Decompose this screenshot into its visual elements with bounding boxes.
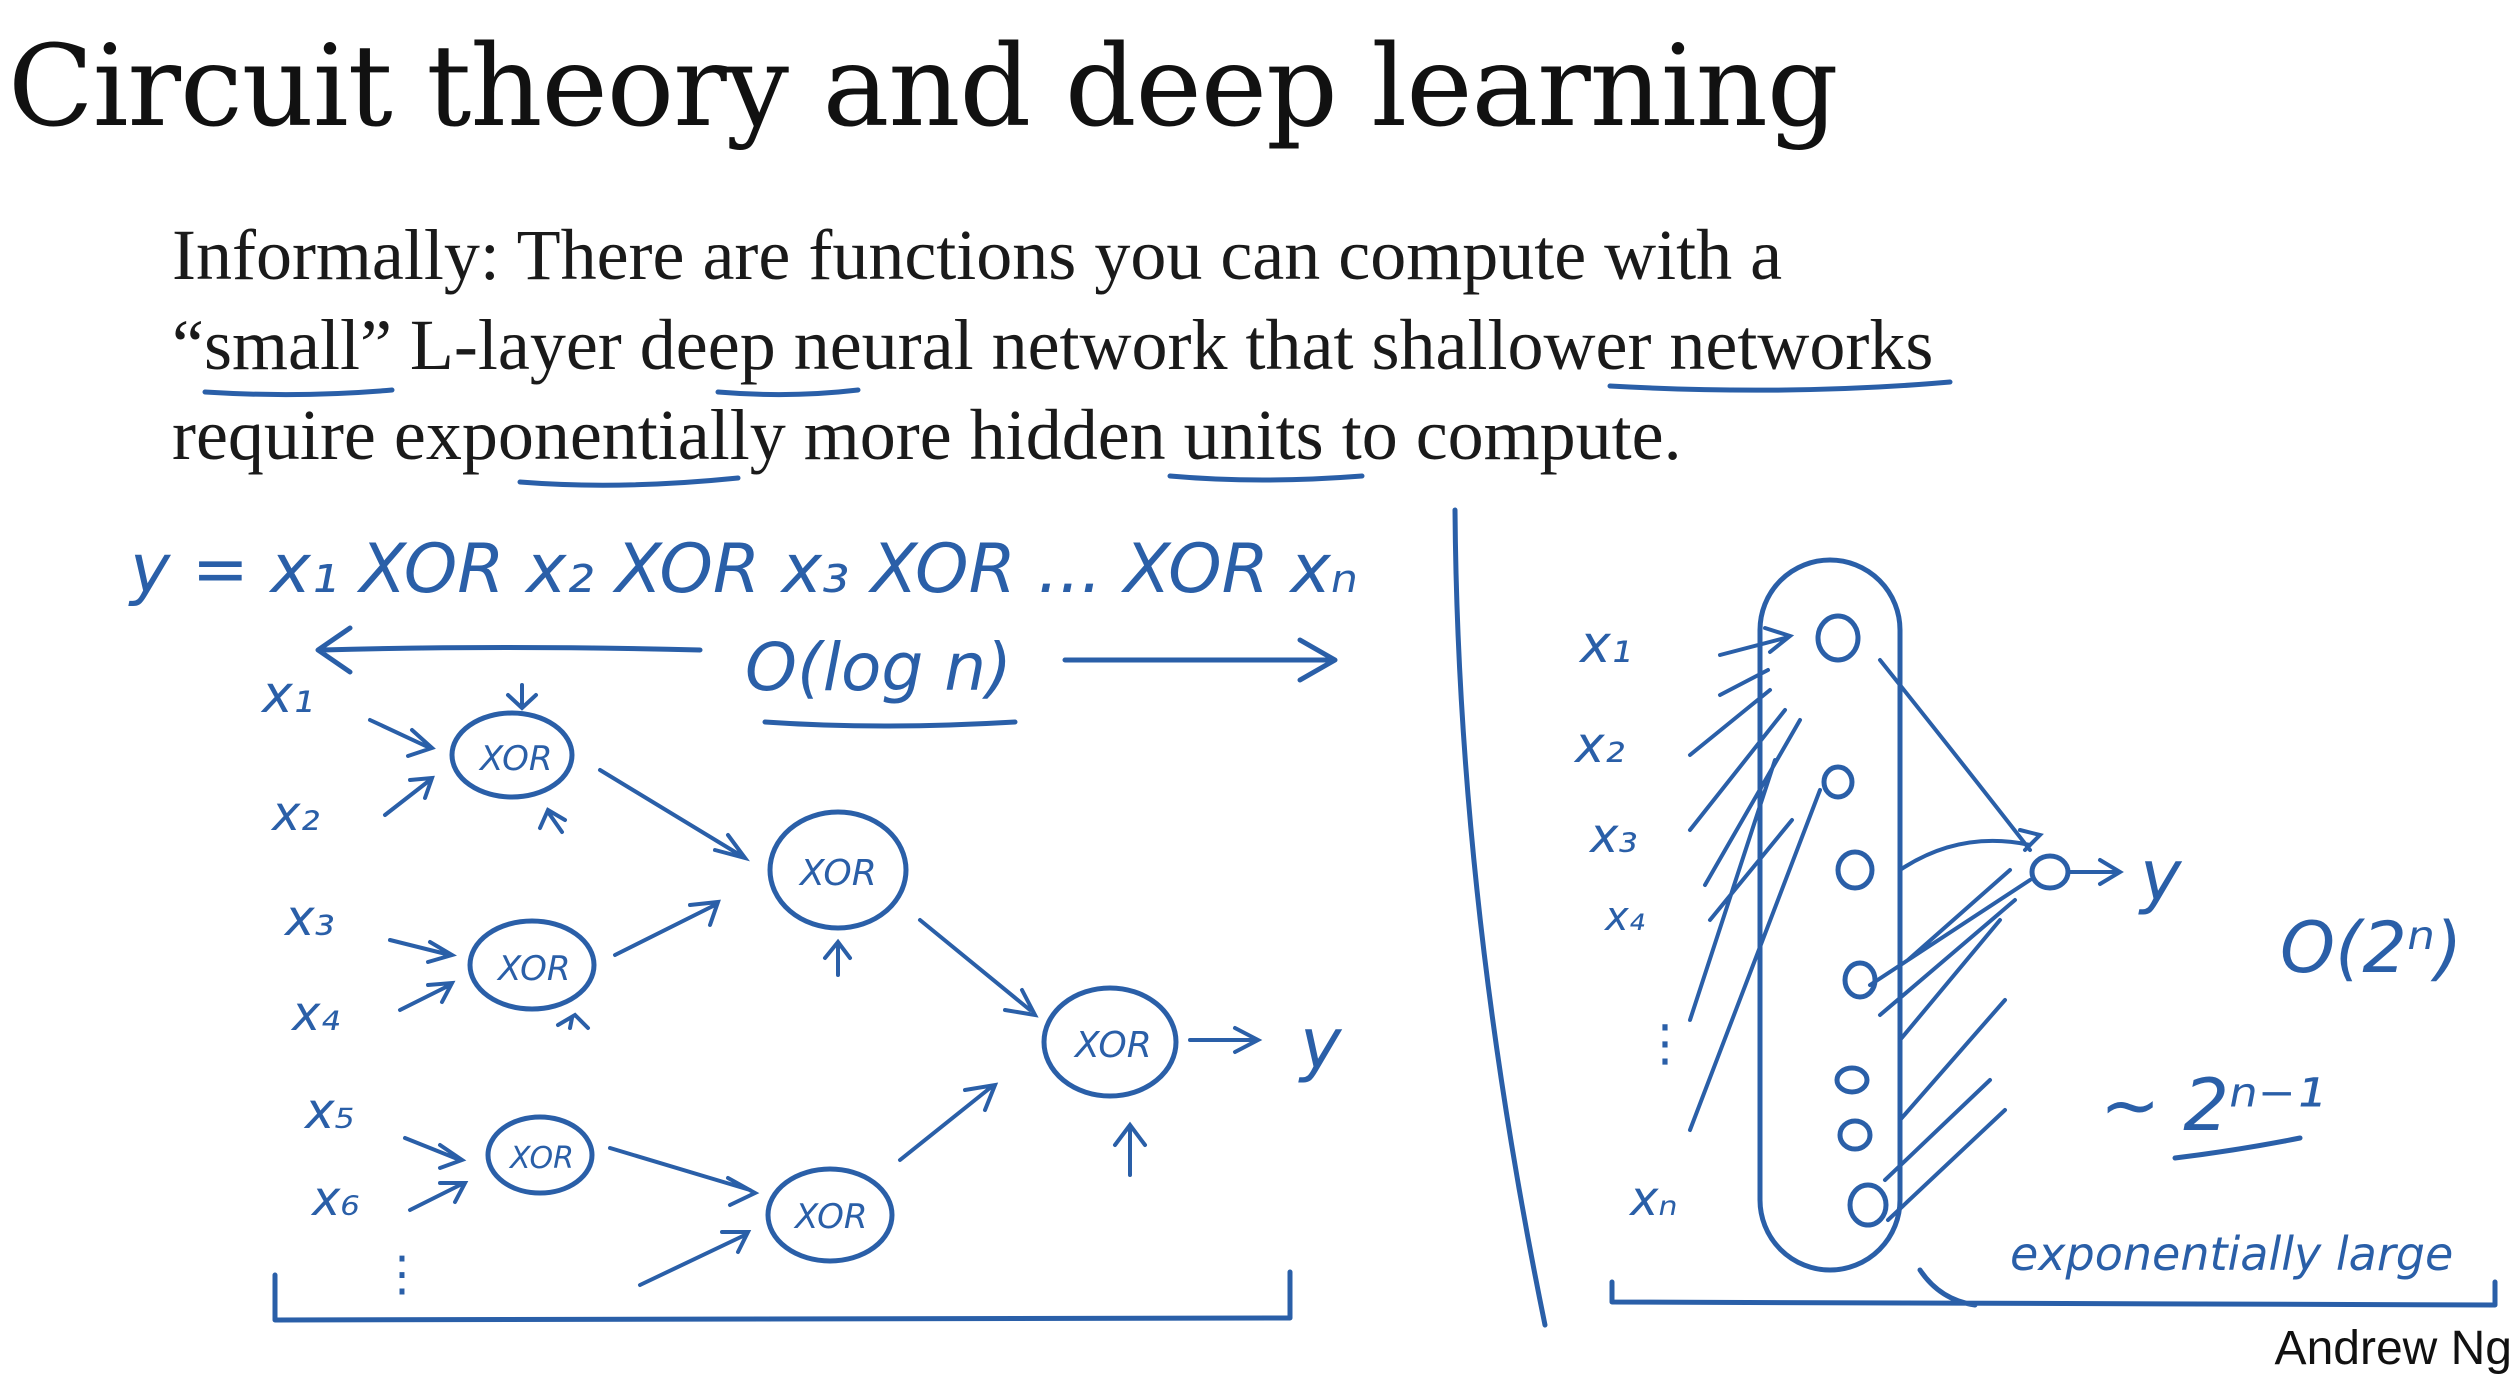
right-brace: [1609, 1267, 2498, 1308]
right-input-x2: x₂: [1573, 716, 1625, 774]
underline-deep: [715, 387, 861, 398]
slide-title: Circuit theory and deep learning: [8, 22, 1839, 152]
xor-node-3: XOR: [485, 1114, 595, 1196]
output-unit: [2029, 853, 2071, 891]
tree-arrows: [368, 683, 1263, 1287]
xor-node-label: XOR: [793, 1197, 867, 1237]
depth-arrow-left: [315, 625, 703, 675]
right-input-x3: x₃: [1588, 808, 1638, 864]
depth-arrow-right: [1062, 637, 1338, 683]
hidden-layer-capsule: [1757, 557, 1903, 1273]
right-input-x4: x₄: [1603, 894, 1645, 940]
word-exponentially: exponentially: [393, 395, 786, 475]
xor-node-label: XOR: [496, 949, 570, 989]
left-output-y: y: [1298, 1003, 1343, 1085]
underline-hidden: [1167, 473, 1365, 483]
left-input-x1: x₁: [260, 665, 314, 725]
xor-node-label: XOR: [798, 853, 877, 894]
xor-node-label: XOR: [508, 1141, 574, 1176]
xor-node-2: XOR: [467, 918, 597, 1012]
hidden-units: [1815, 613, 1889, 1228]
body-line-2-part-d: networks: [1651, 305, 1934, 385]
approx-label: ~ 2ⁿ⁻¹: [2100, 1063, 2325, 1147]
xor-node-5: XOR: [765, 1166, 895, 1264]
body-line-1: Informally: There are functions you can …: [172, 215, 1783, 295]
left-input-x3: x₃: [283, 889, 335, 947]
output-connections: [1868, 658, 2044, 1222]
word-small: small: [203, 305, 360, 385]
right-input-ellipsis: ⋮: [1640, 1014, 1690, 1072]
left-input-x6: x₆: [310, 1171, 360, 1227]
left-input-x5: x₅: [303, 1082, 355, 1140]
body-line-3-part-a: require: [172, 395, 394, 475]
left-bracket: [272, 1269, 1293, 1323]
right-output-y: y: [2138, 835, 2183, 917]
input-connections: [1688, 626, 1822, 1132]
depth-underline: [762, 719, 1018, 729]
equation-text: y = x₁ XOR x₂ XOR x₃ XOR ... XOR xₙ: [128, 530, 1358, 609]
width-label: O(2ⁿ): [2280, 907, 2462, 989]
xor-node-1: XOR: [449, 710, 575, 800]
right-input-x1: x₁: [1578, 615, 1632, 675]
underline-exponentially: [517, 475, 741, 488]
xor-node-label: XOR: [478, 739, 552, 779]
body-line-3: require exponentially more hidden units …: [172, 390, 2422, 480]
xor-node-4: XOR: [767, 809, 909, 931]
word-hidden: hidden: [969, 395, 1166, 475]
body-line-3-part-b: more: [785, 395, 970, 475]
xor-node-label: XOR: [1073, 1025, 1152, 1066]
open-quote: “: [172, 305, 204, 385]
approx-underline: [2172, 1135, 2303, 1161]
author-credit: Andrew Ng: [2274, 1322, 2512, 1375]
left-input-x2: x₂: [270, 786, 320, 842]
body-line-2: “small” L-layer deep neural network that…: [172, 300, 2422, 390]
word-shallower: shallower: [1371, 305, 1652, 385]
body-line-3-part-c: units to compute.: [1165, 395, 1682, 475]
left-input-x4: x₄: [290, 986, 340, 1042]
body-line-2-part-b: ” L-layer: [359, 305, 640, 385]
slide-body: Informally: There are functions you can …: [172, 210, 2422, 480]
output-arrow: [2068, 858, 2124, 886]
brace-label: exponentially large: [2010, 1227, 2453, 1281]
underline-shallower: [1607, 379, 1953, 393]
left-input-ellipsis: ⋮: [378, 1246, 426, 1302]
body-line-2-part-c: neural network that: [775, 305, 1372, 385]
underline-small: [202, 387, 395, 398]
depth-label: O(log n): [745, 629, 1012, 706]
xor-node-6: XOR: [1041, 985, 1179, 1099]
right-input-xn: xₙ: [1628, 1171, 1678, 1227]
divider-line: [1452, 507, 1548, 1328]
word-deep: deep: [639, 305, 776, 385]
